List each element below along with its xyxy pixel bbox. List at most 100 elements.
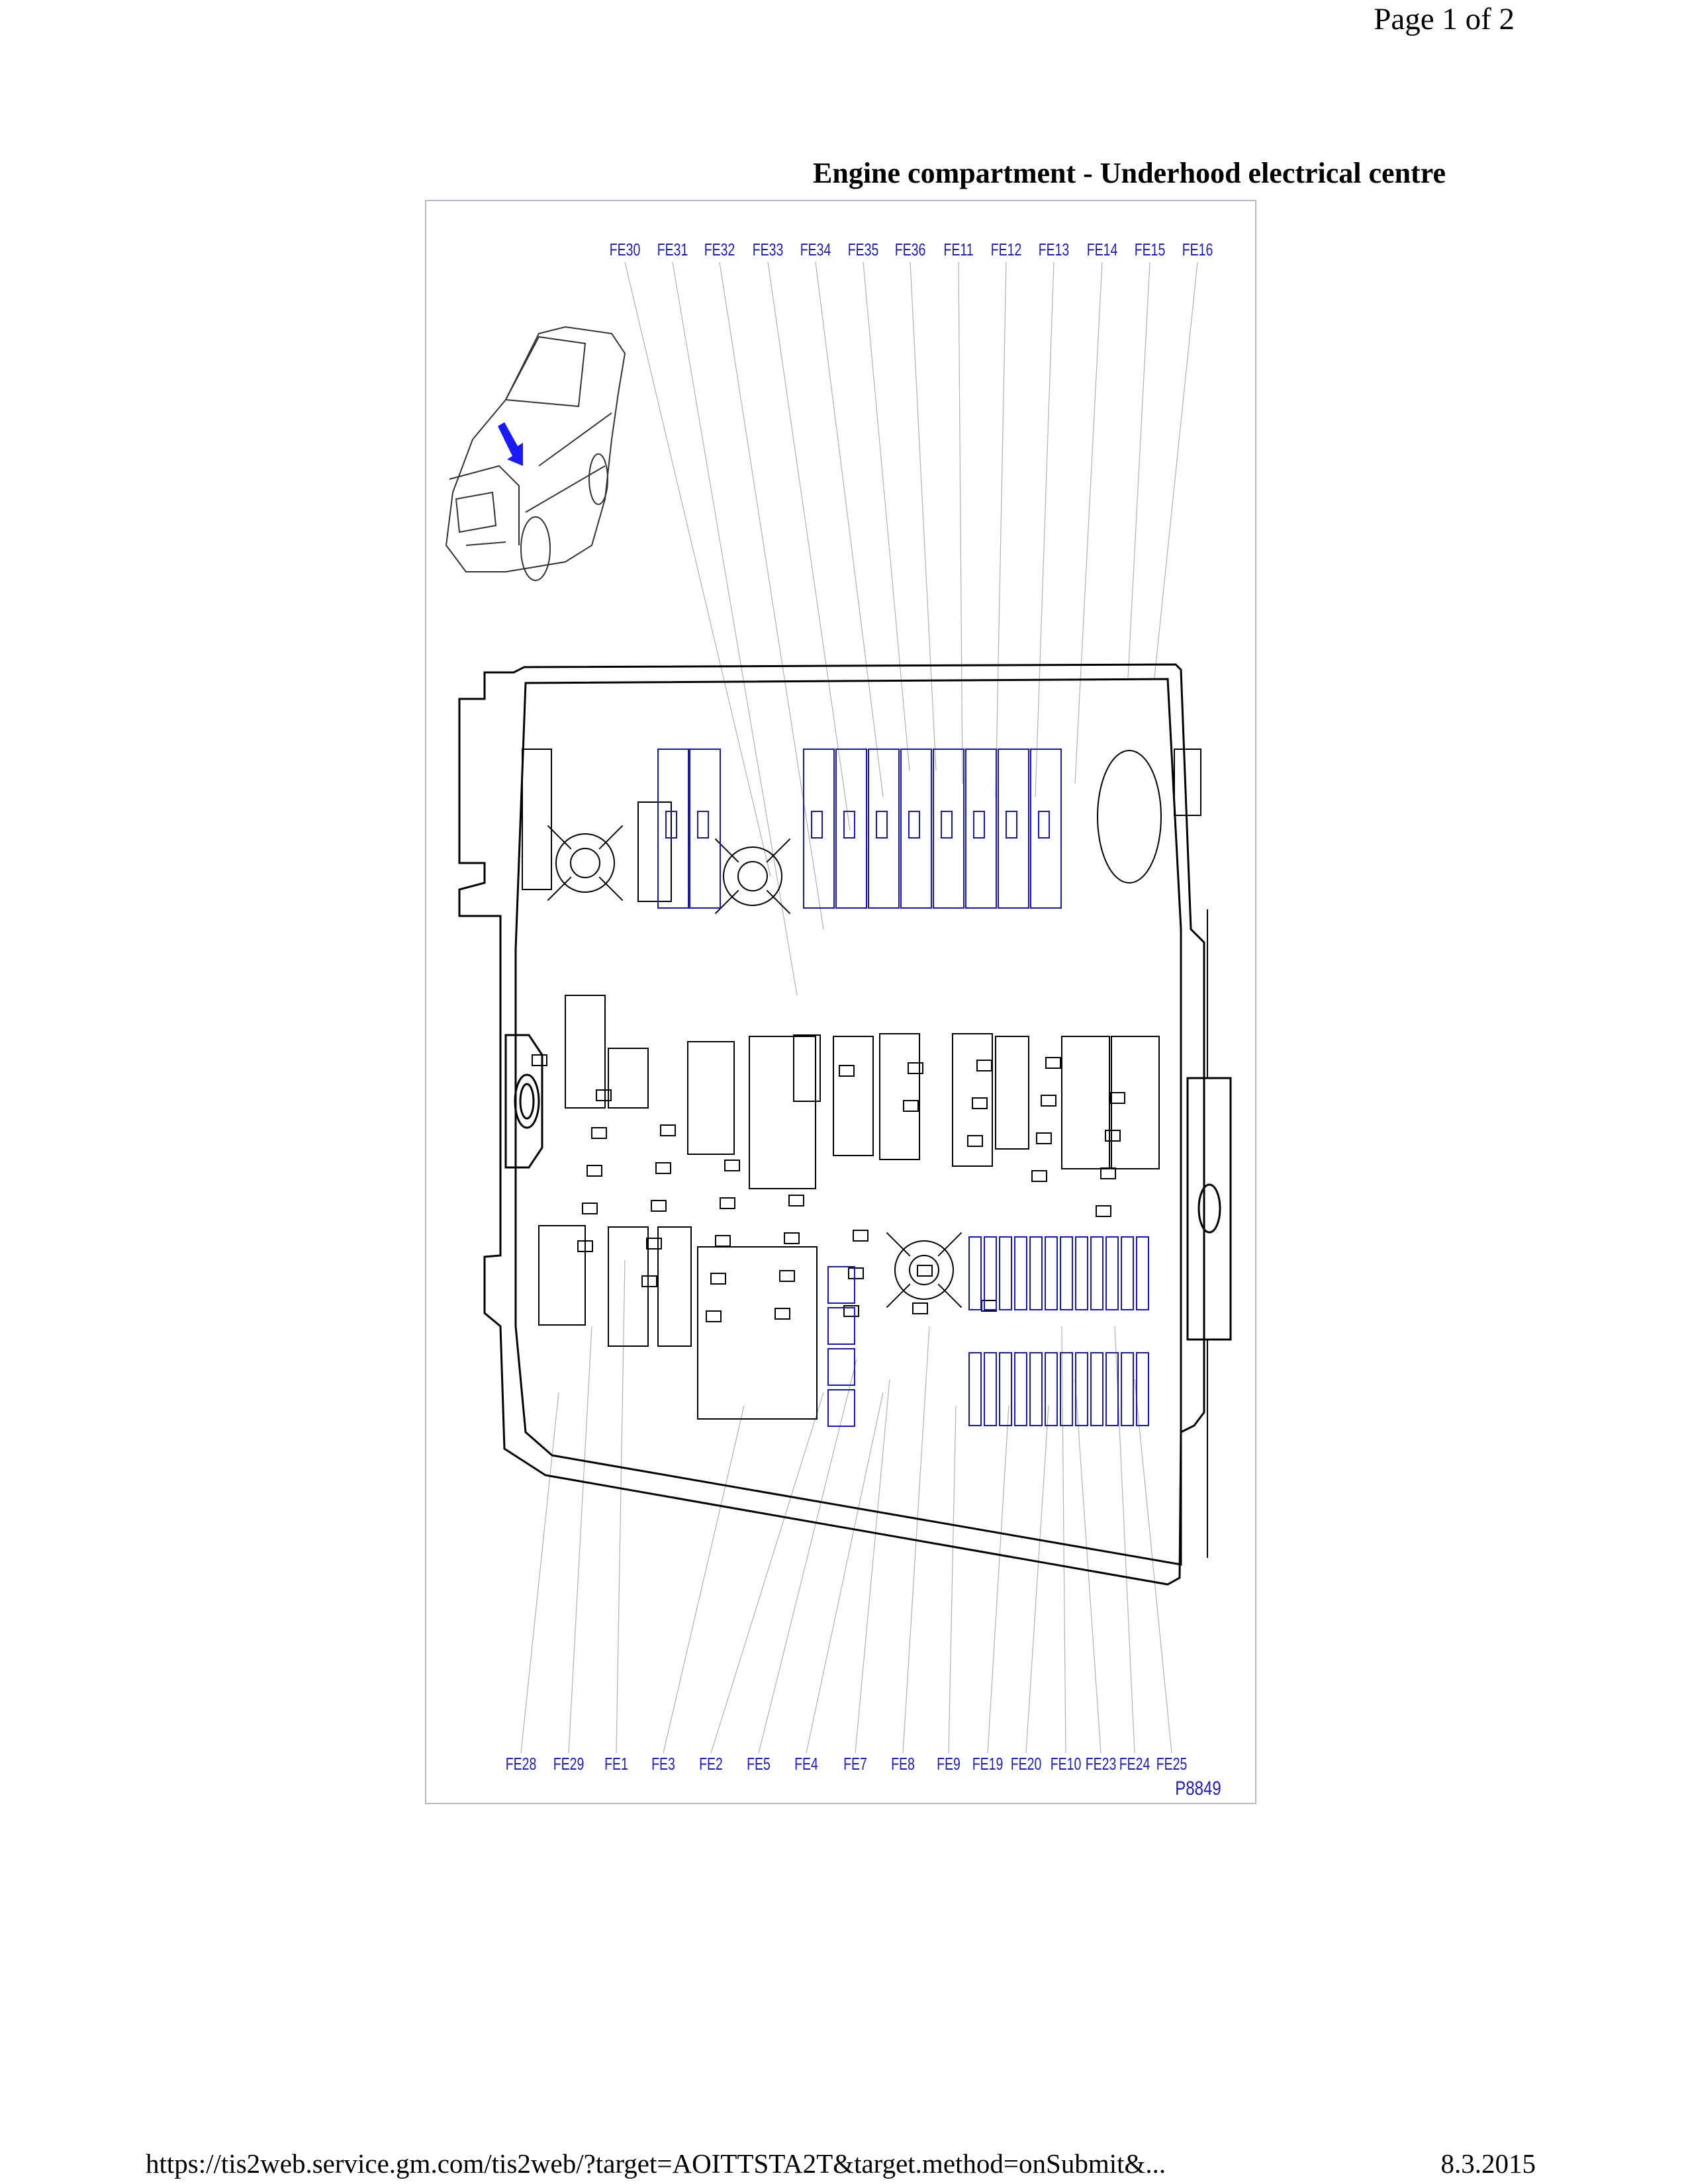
fuse-contact <box>811 811 823 839</box>
leader-line <box>758 1359 857 1754</box>
page-number: Page 1 of 2 <box>1374 2 1515 36</box>
callout-fe33: FE33 <box>753 240 784 259</box>
mini-fuse <box>999 1352 1012 1426</box>
terminal <box>788 1195 804 1206</box>
boss-rib <box>886 1283 911 1308</box>
terminal <box>843 1305 859 1317</box>
terminal <box>1031 1170 1047 1182</box>
terminal <box>917 1265 933 1277</box>
mini-fuse <box>1136 1236 1149 1310</box>
mounting-boss-inner <box>909 1255 939 1285</box>
leader-line <box>910 261 937 771</box>
boss-rib <box>766 838 791 863</box>
terminal <box>774 1308 790 1320</box>
leader-line <box>1074 261 1103 784</box>
mounting-boss <box>555 833 615 893</box>
leader-line <box>719 261 824 930</box>
mini-fuse <box>999 1236 1012 1310</box>
leader-line <box>672 261 798 996</box>
leader-line <box>1025 1405 1049 1754</box>
terminal <box>1045 1057 1061 1069</box>
callout-fe24: FE24 <box>1119 1754 1150 1773</box>
mini-fuse <box>1136 1352 1149 1426</box>
callout-fe32: FE32 <box>704 240 735 259</box>
terminal <box>646 1238 662 1250</box>
callout-fe20: FE20 <box>1011 1754 1042 1773</box>
callout-fe5: FE5 <box>747 1754 771 1773</box>
terminal <box>720 1197 735 1209</box>
fuse-contact <box>665 811 677 839</box>
fuse-contact <box>876 811 888 839</box>
terminal <box>848 1267 864 1279</box>
mini-fuse <box>1014 1352 1027 1426</box>
boss-rib <box>714 838 739 863</box>
relay-block <box>879 1033 920 1160</box>
terminal <box>660 1124 676 1136</box>
leader-line <box>1134 1379 1172 1754</box>
callout-fe11: FE11 <box>943 240 973 259</box>
fuse-slot-highlighted <box>689 749 721 909</box>
terminal <box>586 1165 602 1177</box>
leader-line <box>1074 1379 1102 1754</box>
terminal <box>577 1240 593 1252</box>
leader-line <box>1035 261 1055 797</box>
mini-fuse <box>1105 1352 1119 1426</box>
terminal <box>903 1100 919 1112</box>
leader-line <box>1127 261 1150 678</box>
callout-fe4: FE4 <box>794 1754 818 1773</box>
leader-line <box>987 1405 1009 1754</box>
terminal <box>1036 1132 1052 1144</box>
relay-block <box>687 1041 735 1155</box>
terminal <box>972 1097 988 1109</box>
fuse-slot-highlighted <box>965 749 997 909</box>
boss-rib <box>547 825 572 850</box>
terminal <box>641 1275 657 1287</box>
mini-fuse <box>1060 1236 1073 1310</box>
mounting-boss-inner <box>570 848 600 878</box>
terminal <box>976 1060 992 1071</box>
callout-fe31: FE31 <box>657 240 688 259</box>
boss-rib <box>714 889 739 915</box>
terminal <box>967 1135 983 1147</box>
terminal <box>1041 1095 1056 1107</box>
boss-rib <box>547 876 572 901</box>
terminal <box>710 1273 726 1285</box>
mini-fuse <box>1121 1352 1134 1426</box>
leader-line <box>815 261 884 797</box>
terminal <box>853 1230 868 1242</box>
fuse-slot-highlighted <box>657 749 689 909</box>
location-arrow-icon <box>498 422 523 466</box>
car-illustration <box>445 326 626 581</box>
leader-line <box>568 1326 592 1754</box>
mini-fuse <box>1029 1352 1043 1426</box>
terminal <box>596 1089 612 1101</box>
callout-fe3: FE3 <box>651 1754 675 1773</box>
terminal <box>779 1270 795 1282</box>
boss-rib <box>937 1283 962 1308</box>
relay-block <box>833 1036 874 1156</box>
fuse-slot-highlighted <box>835 749 867 909</box>
leader-line <box>1061 1326 1066 1754</box>
fuse-slot-highlighted <box>803 749 835 909</box>
fuse-slot-highlighted <box>998 749 1029 909</box>
terminal <box>784 1232 800 1244</box>
fuse-slot-highlighted <box>868 749 900 909</box>
figure-id: P8849 <box>1175 1776 1221 1799</box>
callout-fe23: FE23 <box>1086 1754 1117 1773</box>
terminal <box>706 1310 722 1322</box>
relay-block <box>952 1033 993 1167</box>
callout-fe16: FE16 <box>1182 240 1213 259</box>
footer-date: 8.3.2015 <box>1440 2148 1536 2179</box>
callout-fe13: FE13 <box>1039 240 1070 259</box>
callout-fe12: FE12 <box>991 240 1022 259</box>
fuse-contact <box>1006 811 1017 839</box>
fuse-contact <box>1038 811 1050 839</box>
relay-modules <box>522 749 1201 1420</box>
callout-fe30: FE30 <box>610 240 641 259</box>
fuse-contact <box>843 811 855 839</box>
callout-fe1: FE1 <box>604 1754 628 1773</box>
fuse-slot-highlighted <box>827 1307 855 1345</box>
callout-fe19: FE19 <box>972 1754 1004 1773</box>
